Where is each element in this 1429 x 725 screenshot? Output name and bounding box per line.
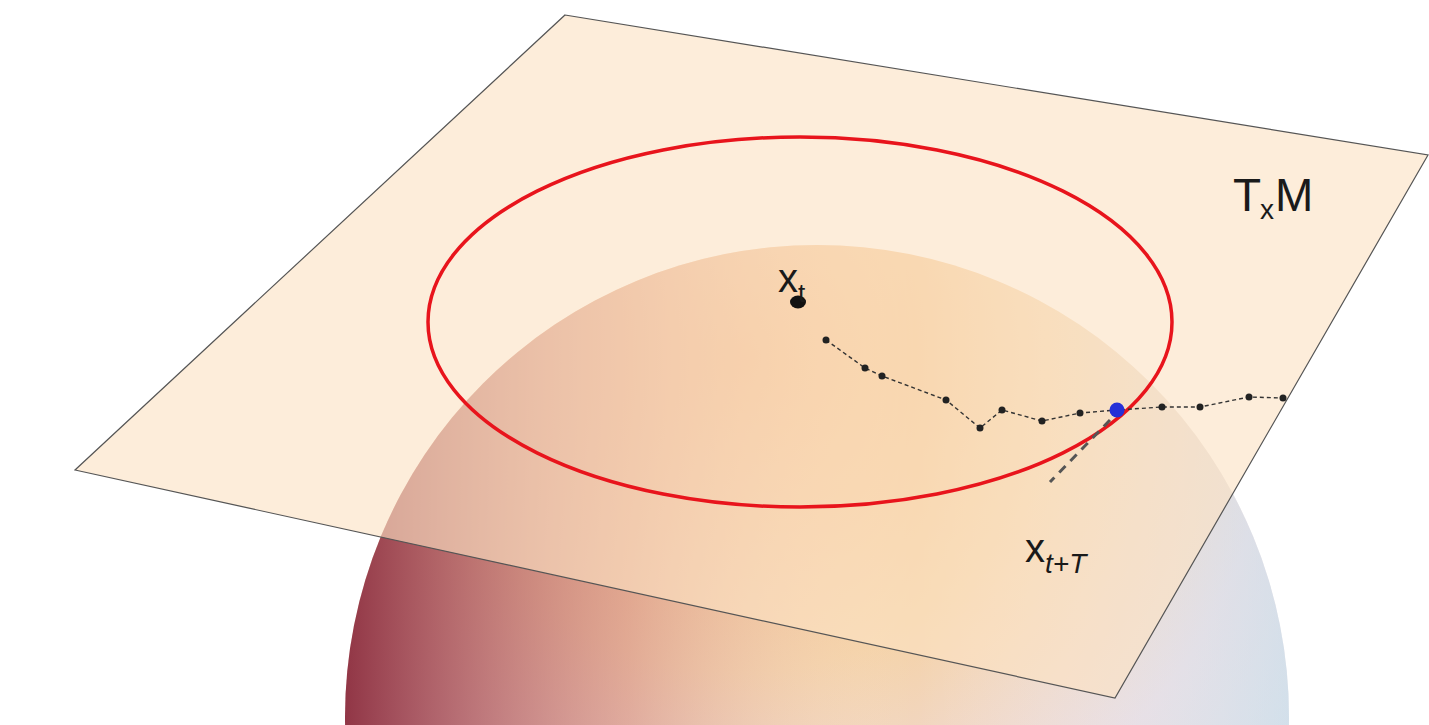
space-label: M: [1275, 172, 1313, 218]
point-label: x: [1025, 528, 1045, 568]
leader-line: [1050, 420, 1110, 482]
tangent-plane: [75, 15, 1428, 698]
subscript: t: [798, 280, 805, 306]
subscript: t+T: [1045, 550, 1086, 578]
red-circle: [428, 137, 1172, 507]
subscript: x: [1260, 196, 1274, 224]
space-label: T: [1233, 172, 1261, 218]
exit-point: [1110, 403, 1125, 418]
random-walk: [826, 340, 1283, 428]
walk-points: [823, 337, 1287, 432]
point-label: x: [778, 258, 798, 298]
